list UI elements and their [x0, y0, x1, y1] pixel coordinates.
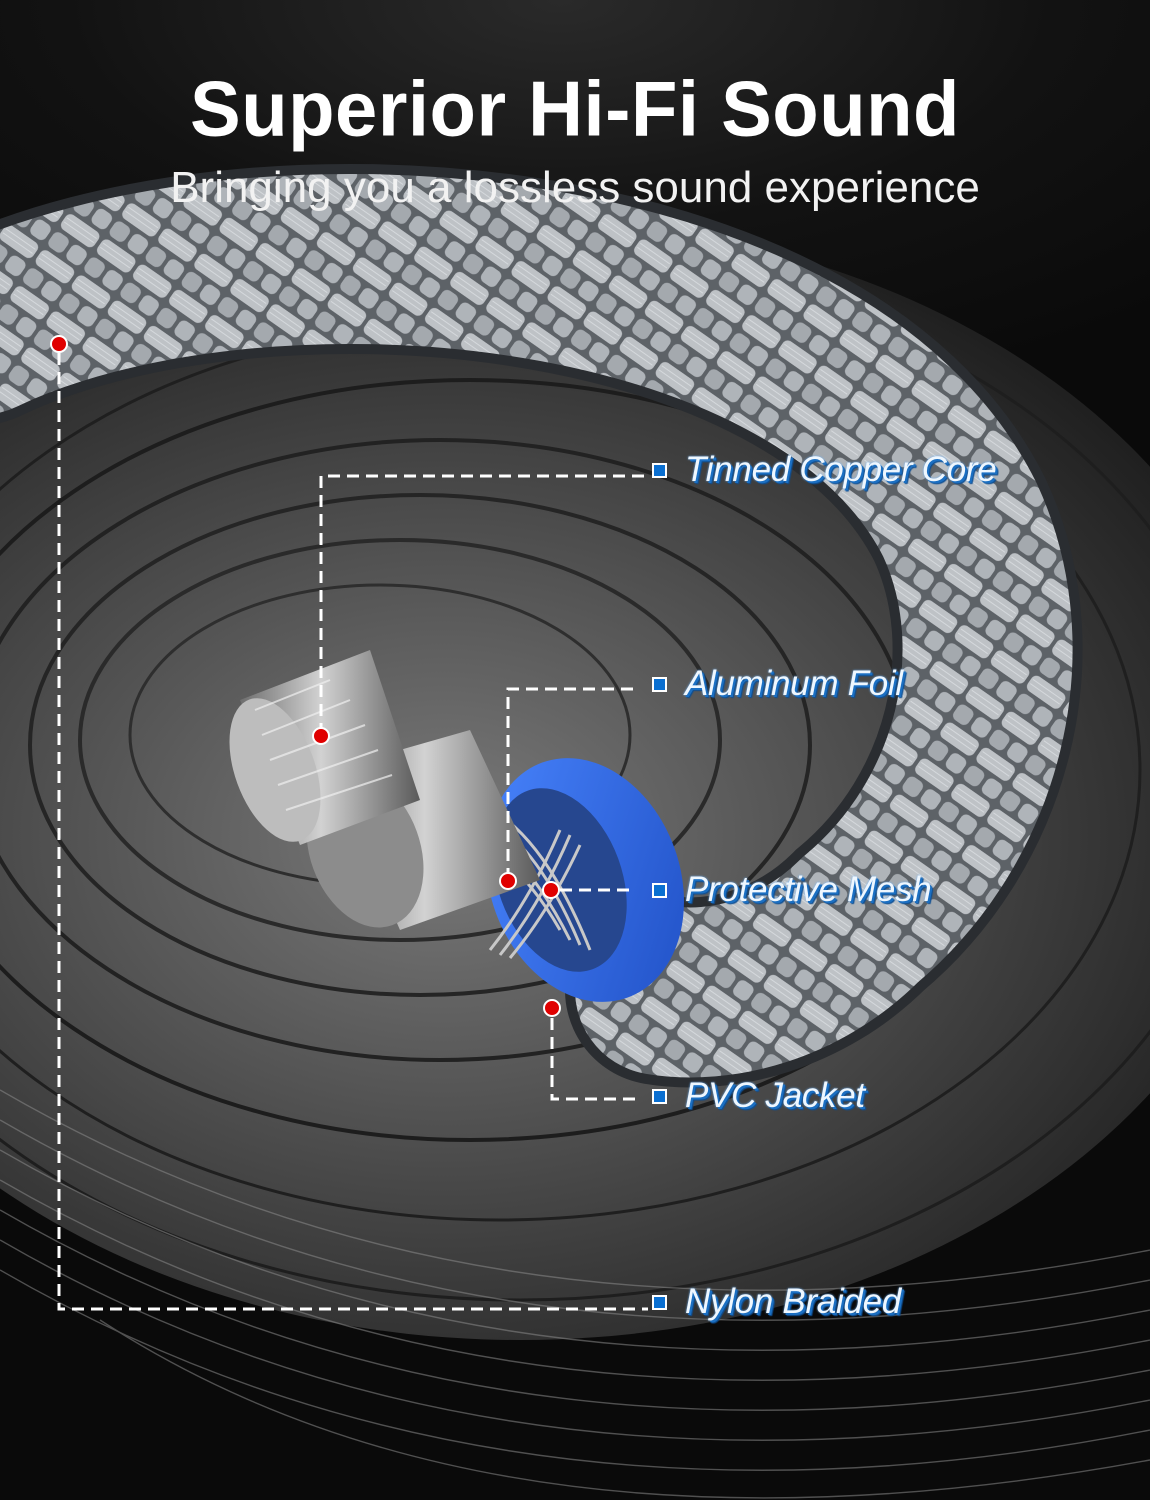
- page-title: Superior Hi-Fi Sound: [190, 66, 960, 153]
- tinned-copper-core: [229, 650, 420, 845]
- callout-label: Tinned Copper Core: [685, 450, 997, 489]
- leader-lines: [57, 353, 648, 1311]
- callout-pvc-jacket: PVC Jacket: [652, 1076, 865, 1116]
- page-subtitle: Bringing you a lossless sound experience: [170, 163, 980, 212]
- square-bullet-icon: [652, 1088, 667, 1104]
- callout-label: Nylon Braided: [685, 1282, 901, 1321]
- callout-tinned-copper-core: Tinned Copper Core: [652, 450, 997, 490]
- callout-label: Aluminum Foil: [685, 664, 903, 703]
- callout-label: PVC Jacket: [685, 1076, 865, 1115]
- callout-label: Protective Mesh: [685, 870, 932, 909]
- point-dots: [50, 335, 561, 1017]
- square-bullet-icon: [652, 676, 667, 692]
- square-bullet-icon: [652, 1294, 667, 1310]
- dot-tinned-copper-core: [312, 727, 330, 745]
- dot-nylon-braided: [50, 335, 68, 353]
- dot-aluminum-foil: [499, 872, 517, 890]
- pvc-jacket-ring: [486, 758, 684, 1002]
- square-bullet-icon: [652, 462, 667, 478]
- square-bullet-icon: [652, 882, 667, 898]
- dot-protective-mesh: [542, 881, 560, 899]
- callout-aluminum-foil: Aluminum Foil: [652, 664, 903, 704]
- callout-nylon-braided: Nylon Braided: [652, 1282, 901, 1322]
- callout-protective-mesh: Protective Mesh: [652, 870, 932, 910]
- dot-pvc-jacket: [543, 999, 561, 1017]
- nylon-braided-cable: [0, 164, 1083, 1088]
